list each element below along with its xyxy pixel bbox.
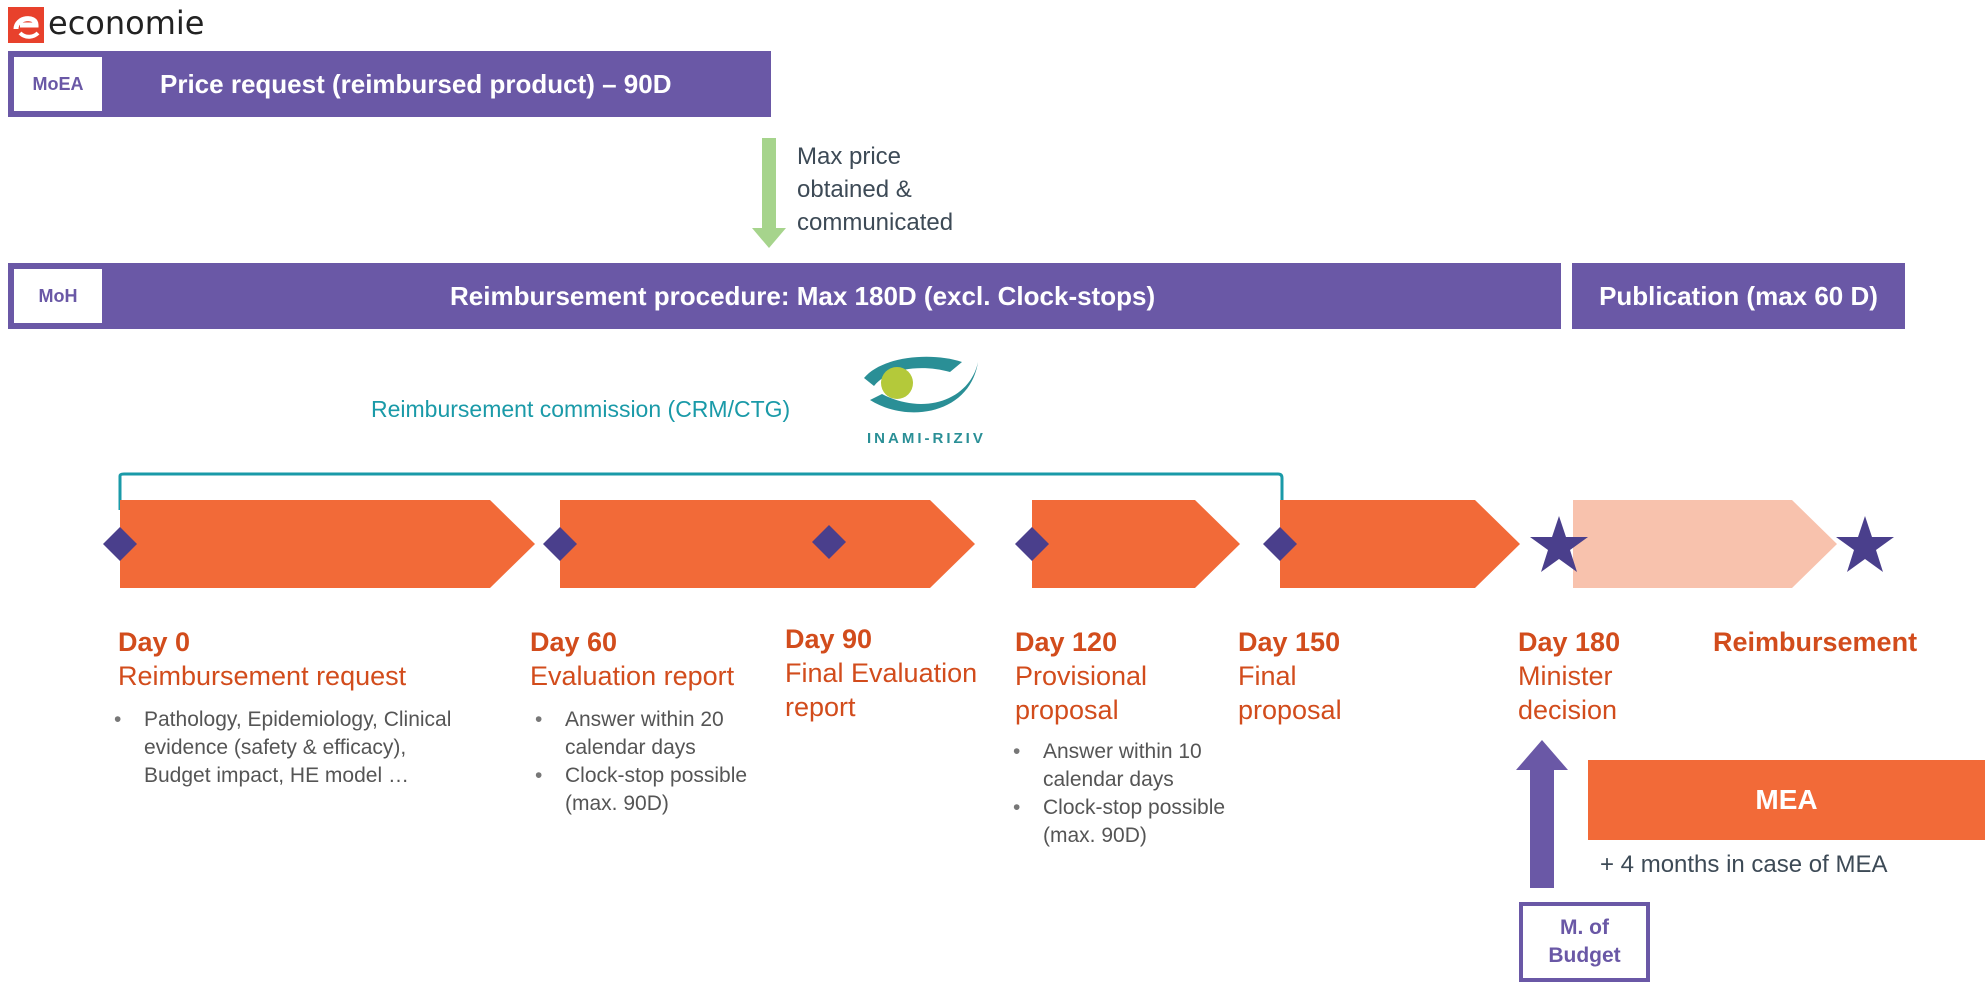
max-price-line-1: Max price [797, 143, 902, 170]
star-day180-icon [1530, 516, 1588, 572]
milestone-day120-bullets: Answer within 10 calendar days Clock-sto… [1013, 738, 1263, 850]
economie-logo: economie [8, 4, 228, 44]
logo-text: economie [48, 4, 205, 42]
list-item: Clock-stop possible (max. 90D) [535, 762, 785, 818]
milestone-day120-label-1: Provisional [1015, 661, 1148, 691]
milestone-reimbursement-day: Reimbursement [1713, 627, 1918, 657]
milestone-day180: Day 180 Minister decision [1518, 625, 1620, 727]
milestone-day60: Day 60 Evaluation report [530, 625, 734, 693]
milestone-day150-label-1: Final [1238, 661, 1297, 691]
phase-arrow-5 [1573, 500, 1837, 588]
milestone-marker-day120 [1015, 527, 1049, 561]
green-down-arrow-icon [752, 138, 786, 248]
milestone-day90: Day 90 Final Evaluation report [785, 622, 977, 724]
commission-bracket [118, 472, 1284, 510]
milestone-day150-label-2: proposal [1238, 695, 1342, 725]
milestone-day180-label-1: Minister [1518, 661, 1613, 691]
milestone-day120: Day 120 Provisional proposal [1015, 625, 1147, 727]
milestone-day150: Day 150 Final proposal [1238, 625, 1342, 727]
milestone-marker-day60 [543, 527, 577, 561]
milestone-marker-day150 [1263, 527, 1297, 561]
milestone-day0: Day 0 Reimbursement request [118, 625, 406, 693]
moea-tag: MoEA [14, 57, 102, 111]
milestone-day90-day: Day 90 [785, 624, 873, 654]
milestone-day120-label-2: proposal [1015, 695, 1119, 725]
phase-arrow-3 [1032, 500, 1240, 588]
e-logo-icon [8, 7, 44, 43]
inami-eye-icon [864, 356, 978, 413]
milestone-day0-day: Day 0 [118, 627, 191, 657]
milestone-reimbursement: Reimbursement [1713, 625, 1917, 659]
budget-line-1: M. of [1560, 916, 1609, 939]
list-item: Answer within 10 calendar days [1013, 738, 1263, 794]
milestone-day0-label: Reimbursement request [118, 661, 407, 691]
max-price-note: Max price obtained & communicated [797, 140, 953, 239]
max-price-line-3: communicated [797, 209, 954, 236]
mea-box: MEA [1588, 760, 1985, 840]
star-reimbursement-icon [1836, 516, 1894, 572]
phase-arrow-2 [560, 500, 975, 588]
milestone-day90-label-1: Final Evaluation [785, 658, 978, 688]
list-item: Clock-stop possible (max. 90D) [1013, 794, 1263, 850]
inami-logo-text: INAMI-RIZIV [867, 430, 986, 447]
timeline [103, 472, 1894, 588]
moh-bar: MoH Reimbursement procedure: Max 180D (e… [8, 263, 1561, 329]
milestone-day180-day: Day 180 [1518, 627, 1621, 657]
moh-tag: MoH [14, 269, 102, 323]
phase-arrow-1 [120, 500, 535, 588]
milestone-day90-label-2: report [785, 692, 856, 722]
milestone-day150-day: Day 150 [1238, 627, 1341, 657]
milestone-marker-day0 [103, 527, 137, 561]
inami-logo: INAMI-RIZIV [852, 350, 1020, 452]
moea-bar: MoEA Price request (reimbursed product) … [8, 51, 771, 117]
moea-title: Price request (reimbursed product) – 90D [160, 69, 672, 99]
mea-note: + 4 months in case of MEA [1600, 851, 1888, 878]
milestone-day0-bullets: Pathology, Epidemiology, Clinical eviden… [114, 706, 454, 790]
milestone-day180-label-2: decision [1518, 695, 1618, 725]
milestone-day120-day: Day 120 [1015, 627, 1118, 657]
max-price-line-2: obtained & [797, 176, 912, 203]
milestone-day60-bullets: Answer within 20 calendar days Clock-sto… [535, 706, 785, 818]
publication-title: Publication (max 60 D) [1599, 280, 1878, 311]
phase-arrow-4 [1280, 500, 1520, 588]
mea-label: MEA [1755, 784, 1818, 815]
milestone-day60-label: Evaluation report [530, 661, 735, 691]
purple-up-arrow-icon [1516, 740, 1568, 888]
milestone-day60-day: Day 60 [530, 627, 618, 657]
commission-label: Reimbursement commission (CRM/CTG) [371, 396, 791, 422]
list-item: Pathology, Epidemiology, Clinical eviden… [114, 706, 454, 790]
milestone-marker-day90 [812, 525, 846, 559]
moh-title: Reimbursement procedure: Max 180D (excl.… [450, 281, 1156, 311]
list-item: Answer within 20 calendar days [535, 706, 785, 762]
publication-bar: Publication (max 60 D) [1572, 263, 1905, 329]
budget-box: M. of Budget [1519, 902, 1650, 982]
budget-line-2: Budget [1548, 944, 1621, 967]
